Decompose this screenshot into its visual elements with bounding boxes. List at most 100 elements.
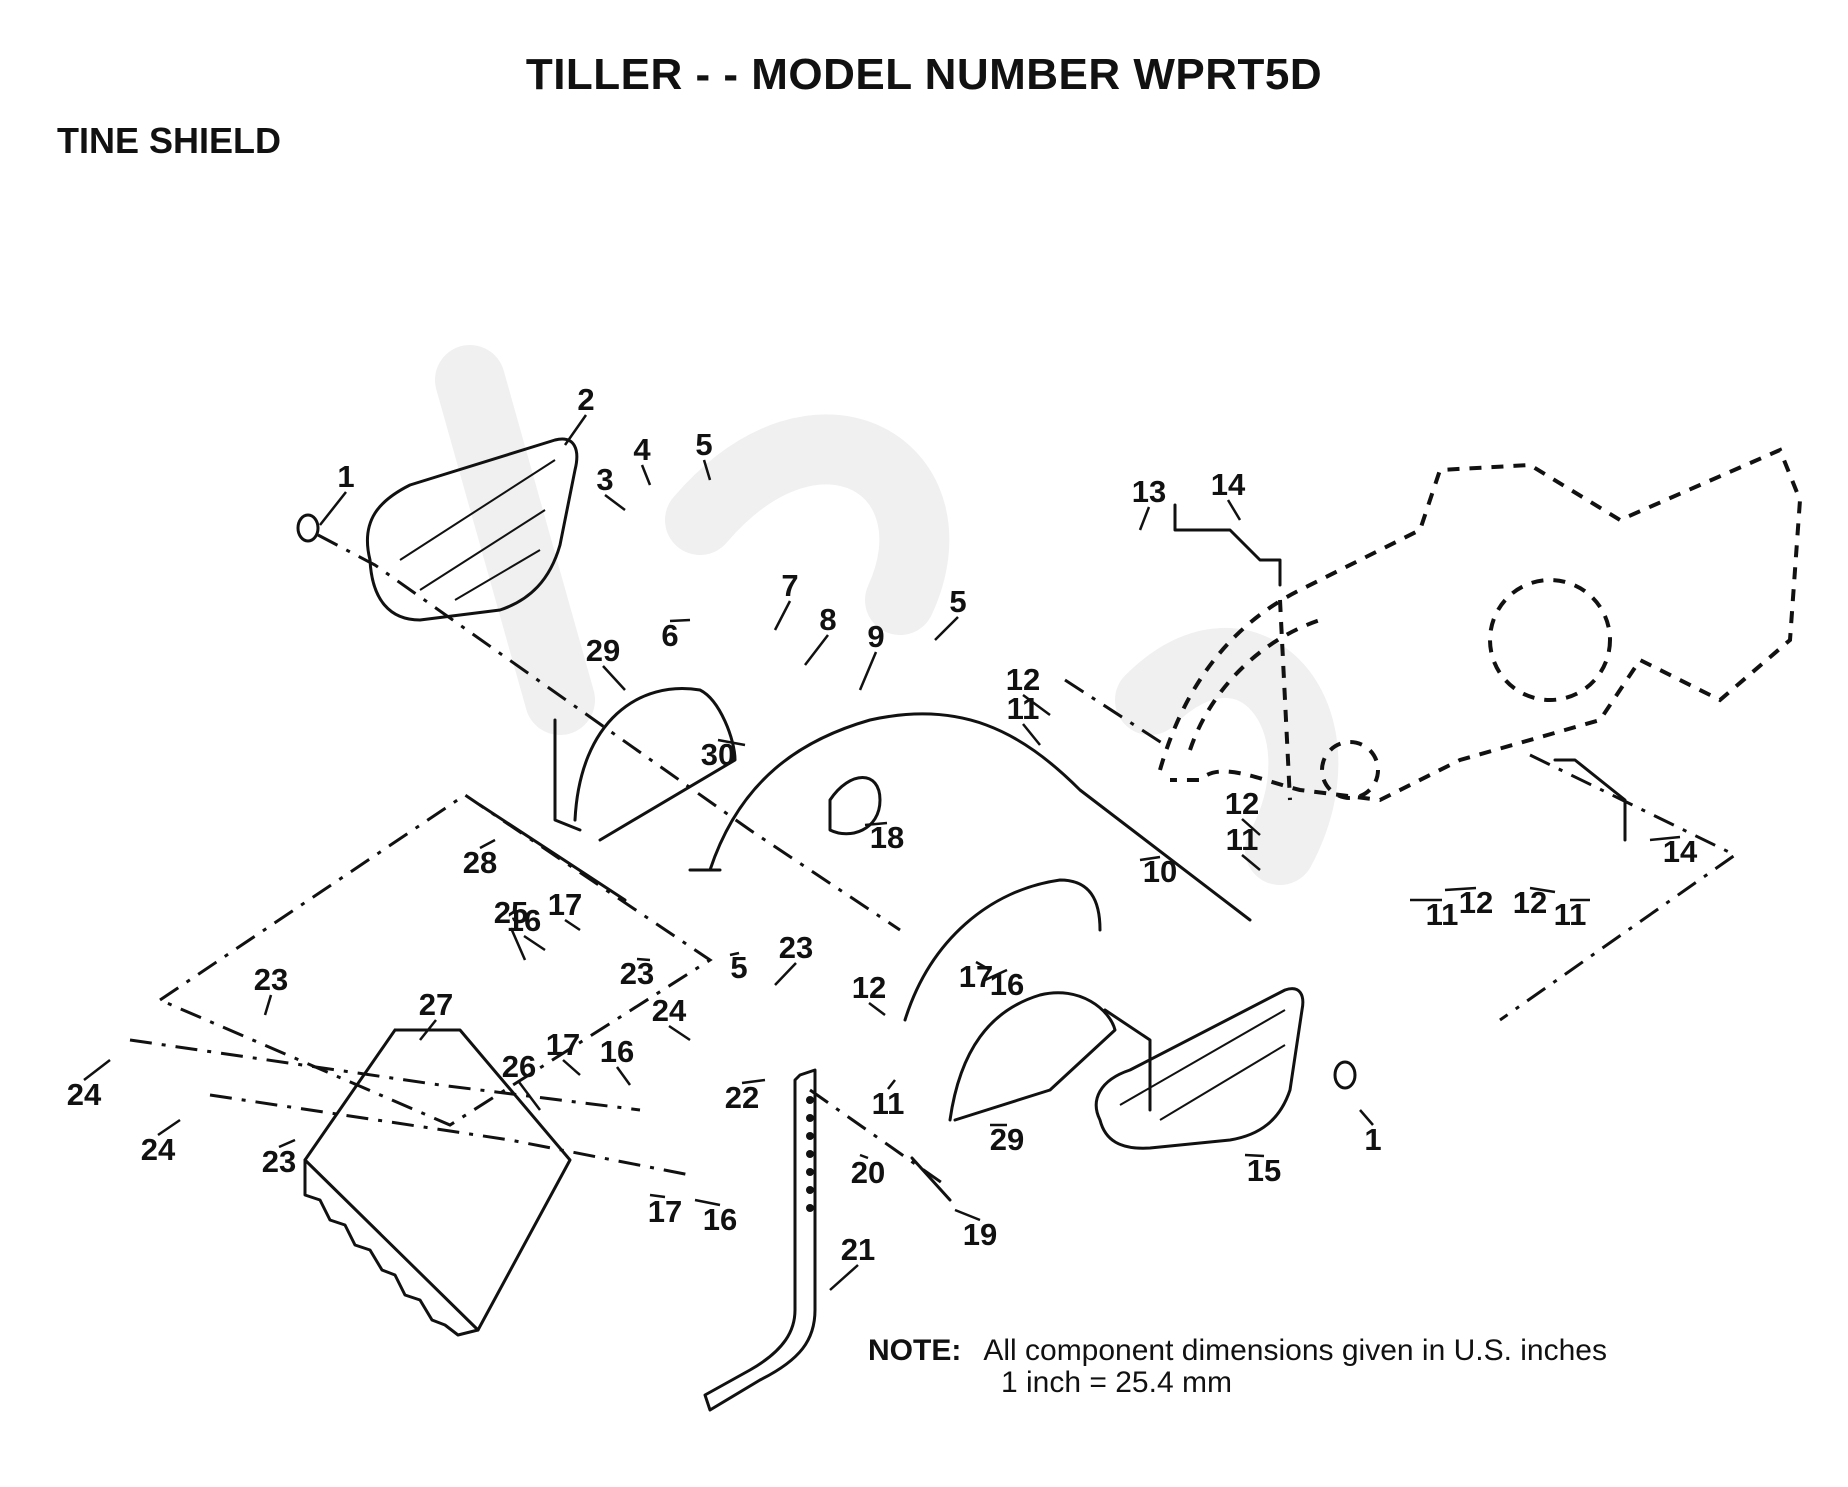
leader-line (954, 1208, 981, 1222)
callout-23: 23 (262, 1144, 296, 1179)
leader-line (157, 1118, 181, 1137)
callout-17: 17 (959, 959, 993, 994)
centerline (209, 1093, 691, 1177)
callout-5: 5 (949, 584, 966, 619)
callout-12: 12 (1006, 662, 1040, 697)
callout-12: 12 (1513, 885, 1547, 920)
callout-16: 16 (990, 967, 1024, 1002)
callout-1: 1 (1364, 1122, 1381, 1157)
callout-12: 12 (852, 970, 886, 1005)
leader-line (419, 1019, 437, 1041)
callout-17: 17 (546, 1027, 580, 1062)
callout-23: 23 (779, 930, 813, 965)
callout-28: 28 (463, 845, 497, 880)
leader-line (263, 994, 273, 1016)
flange-nut-1 (296, 513, 320, 543)
centerline (129, 1038, 641, 1112)
centerline (1064, 678, 1166, 747)
callout-11: 11 (872, 1086, 905, 1121)
callout-16: 16 (600, 1034, 634, 1069)
callout-23: 23 (620, 956, 654, 991)
callout-11: 11 (1007, 691, 1040, 726)
leader-line (83, 1059, 111, 1081)
callout-30: 30 (701, 737, 735, 772)
note-line-1: All component dimensions given in U.S. i… (983, 1334, 1607, 1367)
callout-23: 23 (254, 962, 288, 997)
leader-line (729, 951, 740, 957)
leader-line (868, 1002, 886, 1016)
watermark (435, 345, 1339, 885)
callout-15: 15 (1247, 1153, 1281, 1188)
leader-line (509, 927, 527, 961)
callout-24: 24 (67, 1077, 102, 1112)
callout-5: 5 (730, 950, 747, 985)
leader-line (563, 414, 588, 446)
leader-line (717, 738, 746, 747)
callout-24: 24 (652, 993, 687, 1028)
callout-25: 25 (494, 895, 528, 930)
callout-12: 12 (1225, 786, 1259, 821)
leader-line (1226, 499, 1242, 521)
centerline (317, 533, 901, 932)
leader-line (1529, 886, 1556, 894)
callout-14: 14 (1663, 834, 1698, 869)
dimension-note: NOTE:All component dimensions given in U… (868, 1335, 1607, 1399)
callout-12: 12 (1459, 885, 1493, 920)
callout-17: 17 (648, 1194, 682, 1229)
callout-29: 29 (586, 633, 620, 668)
callout-26: 26 (502, 1049, 536, 1084)
leader-line (887, 1079, 896, 1090)
leader-line (604, 494, 626, 511)
leader-line (774, 962, 797, 986)
callout-22: 22 (725, 1080, 759, 1115)
callout-11: 11 (1226, 822, 1259, 857)
callout-10: 10 (1143, 854, 1177, 889)
callout-11: 11 (1426, 897, 1459, 932)
leader-line (1022, 723, 1041, 746)
leader-line (1241, 854, 1261, 871)
leader-line (859, 1153, 869, 1160)
leader-line (694, 1198, 721, 1207)
leader-line (829, 1264, 859, 1291)
pin (910, 1156, 952, 1202)
leader-line (975, 960, 991, 972)
leader-line (773, 600, 792, 631)
leader-line (1244, 1153, 1265, 1158)
leader-line (1444, 886, 1477, 892)
callout-13: 13 (1132, 474, 1166, 509)
leader-line (523, 934, 546, 952)
leader-line (479, 838, 496, 850)
callout-21: 21 (841, 1232, 875, 1267)
callout-20: 20 (851, 1155, 885, 1190)
leader-line (669, 618, 691, 623)
callout-16: 16 (703, 1202, 737, 1237)
leader-line (640, 464, 652, 486)
leader-line (934, 616, 959, 641)
left-side-shield (365, 437, 579, 622)
bracket-lower (1553, 758, 1627, 842)
leader-line (564, 918, 581, 932)
leader-line (668, 1024, 691, 1042)
centerline (1499, 753, 1738, 1022)
callout-24: 24 (141, 1132, 176, 1167)
leader-line (602, 665, 626, 691)
leader-line (858, 651, 878, 691)
leader-line (984, 968, 1008, 982)
leader-line (1139, 855, 1161, 862)
leader-line (1649, 835, 1681, 842)
callout-3: 3 (596, 462, 613, 497)
tiller-frame-hidden (1158, 447, 1803, 803)
leader-line (562, 1059, 581, 1076)
callout-9: 9 (867, 619, 884, 654)
leader-line (319, 491, 347, 526)
leader-line (1022, 693, 1051, 717)
leader-line (649, 1193, 666, 1199)
callout-19: 19 (963, 1217, 997, 1252)
leader-line (636, 957, 651, 962)
callout-2: 2 (577, 382, 594, 417)
callout-11: 11 (1554, 897, 1587, 932)
tine-deflector (303, 1028, 572, 1337)
right-side-shield (1094, 987, 1305, 1150)
